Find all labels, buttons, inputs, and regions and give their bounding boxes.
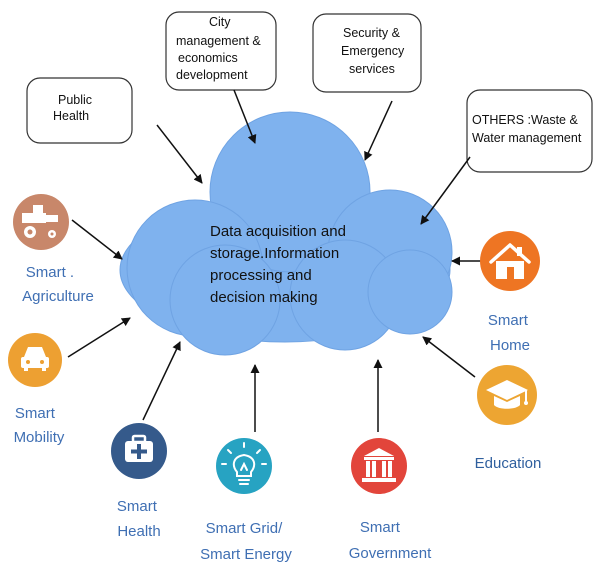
- energy-label: Smart Grid/ Smart Energy: [200, 520, 292, 563]
- box-security-line-3: services: [349, 62, 395, 76]
- box-public-health-line-1: Public: [58, 93, 92, 107]
- government-label-line-1: Smart: [360, 519, 401, 536]
- arrow-others: [420, 156, 471, 225]
- box-public-health: Public Health: [26, 77, 133, 144]
- box-others-frame: [466, 89, 593, 173]
- home-label-line-1: Smart: [488, 312, 529, 329]
- arrow-agriculture: [71, 219, 123, 260]
- box-others-line-1: OTHERS :Waste &: [472, 113, 578, 127]
- car-icon: [21, 347, 49, 371]
- box-security-text: Security & Emergency services: [341, 26, 408, 76]
- health-label-line-2: Health: [117, 523, 160, 540]
- mobility-label-line-2: Mobility: [14, 429, 65, 446]
- house-icon: [489, 243, 531, 279]
- box-city-management-text: City management & economics development: [176, 15, 264, 82]
- smart-home: Smart Home: [480, 231, 540, 354]
- box-city-management: City management & economics development: [165, 11, 277, 91]
- arrows: [67, 89, 482, 432]
- arrow-mobility: [67, 317, 131, 358]
- agriculture-label-line-1: Smart .: [26, 264, 74, 281]
- cloud-text-line-1: Data acquisition and: [210, 223, 346, 240]
- box-city-management-frame: [165, 11, 277, 91]
- box-city-management-line-1: City: [209, 15, 231, 29]
- arrow-education: [422, 336, 476, 378]
- mobility-label-line-1: Smart: [15, 405, 56, 422]
- box-security-line-2: Emergency: [341, 44, 405, 58]
- box-security: Security & Emergency services: [312, 13, 422, 93]
- government-label: Smart Government: [349, 519, 432, 562]
- cloud-text-line-2: storage.Information: [210, 245, 339, 262]
- medical-kit-icon: [125, 434, 153, 462]
- education-label: Education: [475, 455, 542, 472]
- smart-mobility: Smart Mobility: [8, 333, 65, 446]
- education: Education: [475, 365, 542, 472]
- government-label-line-2: Government: [349, 545, 432, 562]
- energy-label-line-2: Smart Energy: [200, 546, 292, 563]
- home-label-line-2: Home: [490, 337, 530, 354]
- education-label-line-1: Education: [475, 455, 542, 472]
- box-security-frame: [312, 13, 422, 93]
- home-label: Smart Home: [488, 312, 532, 354]
- arrow-city-management: [233, 89, 257, 144]
- cloud-shape: [119, 111, 453, 356]
- cloud-text-line-4: decision making: [210, 289, 318, 306]
- smart-agriculture: Smart . Agriculture: [13, 194, 94, 305]
- smart-health: Smart Health: [111, 423, 167, 540]
- box-public-health-frame: [26, 77, 133, 144]
- agriculture-label-line-2: Agriculture: [22, 288, 94, 305]
- smart-government: Smart Government: [349, 438, 432, 562]
- energy-label-line-1: Smart Grid/: [206, 520, 284, 537]
- smart-energy: Smart Grid/ Smart Energy: [200, 438, 292, 563]
- box-others-line-2: Water management: [472, 131, 582, 145]
- box-public-health-line-2: Health: [53, 109, 89, 123]
- box-city-management-line-3: economics: [178, 51, 238, 65]
- arrow-public-health: [156, 124, 203, 184]
- government-building-icon: [362, 448, 396, 482]
- health-label-line-1: Smart: [117, 498, 158, 515]
- central-cloud: Data acquisition and storage.Information…: [119, 111, 453, 356]
- government-circle: [351, 438, 407, 494]
- box-city-management-line-4: development: [176, 68, 248, 82]
- tractor-icon: [22, 205, 58, 238]
- health-label: Smart Health: [117, 498, 161, 540]
- box-others-text: OTHERS :Waste & Water management: [472, 113, 582, 145]
- arrow-health: [142, 341, 181, 421]
- lightbulb-icon: [221, 442, 267, 485]
- box-public-health-text: Public Health: [53, 93, 96, 123]
- box-others: OTHERS :Waste & Water management: [466, 89, 593, 173]
- box-security-line-1: Security &: [343, 26, 401, 40]
- agriculture-label: Smart . Agriculture: [22, 264, 94, 305]
- mobility-label: Smart Mobility: [14, 405, 65, 446]
- cloud-text-line-3: processing and: [210, 267, 312, 284]
- graduation-cap-icon: [486, 380, 528, 409]
- cloud-text: Data acquisition and storage.Information…: [210, 223, 350, 306]
- arrow-security: [364, 100, 393, 161]
- box-city-management-line-2: management &: [176, 34, 261, 48]
